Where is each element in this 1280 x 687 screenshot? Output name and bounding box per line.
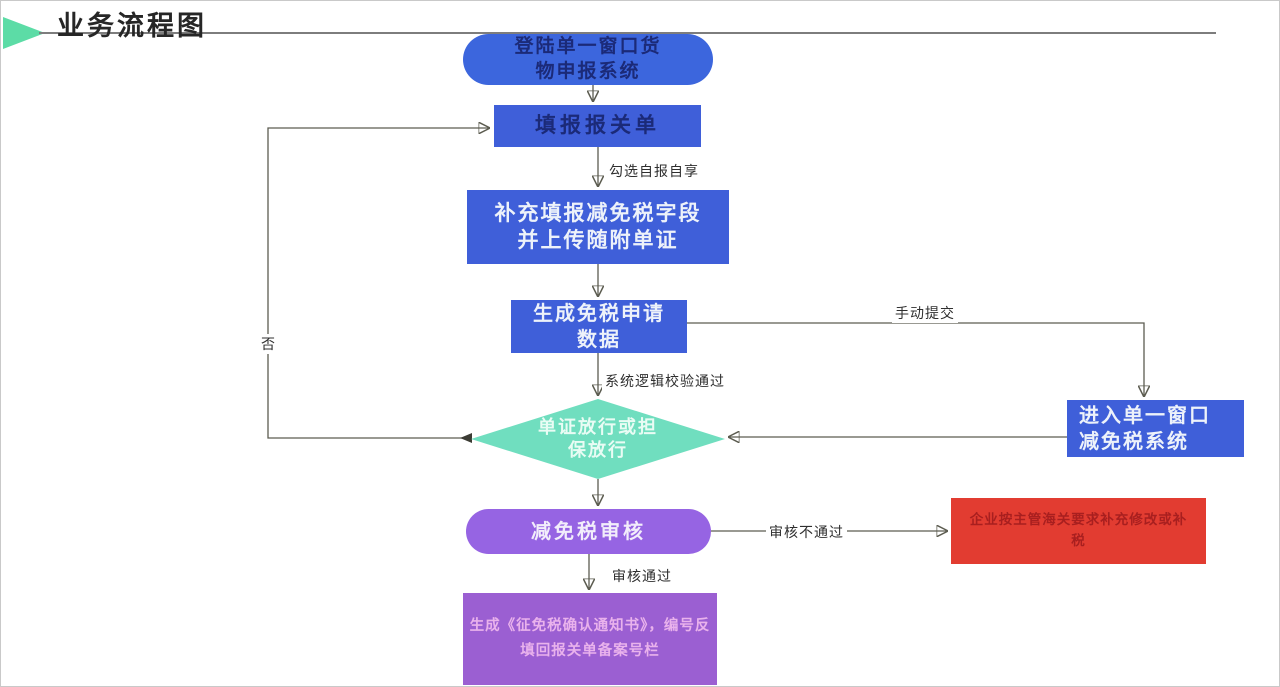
node-enter-tax-system: 进入单一窗口减免税系统 — [1067, 400, 1244, 457]
edge-label-no: 否 — [258, 334, 279, 354]
node-generate-application-label: 生成免税申请数据 — [533, 302, 665, 351]
accent-triangle-icon — [3, 17, 45, 49]
node-supplement-correction-label: 企业按主管海关要求补充修改或补税 — [969, 512, 1188, 548]
node-enter-tax-system-label: 进入单一窗口减免税系统 — [1079, 404, 1211, 453]
node-start-label: 登陆单一窗口货物申报系统 — [514, 35, 662, 82]
edge-label-self-declare: 勾选自报自享 — [606, 161, 702, 181]
node-fill-customs-form-label: 填报报关单 — [535, 114, 660, 138]
edge-manual-submit — [687, 322, 1144, 396]
diamond-shape — [471, 399, 725, 479]
node-tax-review: 减免税审核 — [466, 509, 711, 554]
edge-label-logic-check-pass: 系统逻辑校验通过 — [602, 371, 728, 391]
edge-label-review-pass: 审核通过 — [609, 566, 675, 586]
node-generate-notice: 生成《征免税确认通知书》，编号反填回报关单备案号栏 — [463, 593, 717, 685]
page-title: 业务流程图 — [57, 11, 207, 41]
node-generate-notice-label: 生成《征免税确认通知书》，编号反填回报关单备案号栏 — [469, 618, 711, 659]
title-underline — [39, 32, 1216, 34]
edge-label-review-fail: 审核不通过 — [766, 522, 847, 542]
edge-label-manual-submit: 手动提交 — [892, 303, 958, 323]
node-supplement-fields: 补充填报减免税字段并上传随附单证 — [467, 190, 729, 264]
node-start: 登陆单一窗口货物申报系统 — [463, 34, 713, 85]
node-generate-application: 生成免税申请数据 — [511, 300, 687, 353]
node-fill-customs-form: 填报报关单 — [494, 105, 701, 147]
node-tax-review-label: 减免税审核 — [531, 520, 646, 543]
edge-no-loop — [267, 128, 489, 439]
node-supplement-fields-label: 补充填报减免税字段并上传随附单证 — [494, 201, 702, 252]
node-supplement-correction: 企业按主管海关要求补充修改或补税 — [951, 498, 1206, 564]
node-release-decision-label: 单证放行或担保放行 — [538, 416, 658, 460]
edge-no-loop-start-arrow — [460, 433, 472, 443]
node-release-decision: 单证放行或担保放行 — [471, 399, 725, 479]
